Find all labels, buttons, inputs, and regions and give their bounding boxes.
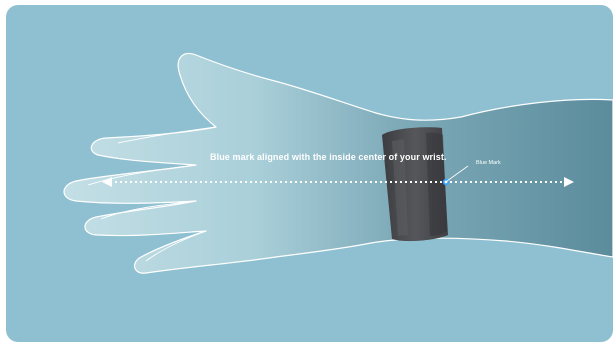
hand-wrist-illustration	[6, 5, 613, 342]
blue-mark-label: Blue Mark	[476, 160, 501, 167]
instruction-illustration: Blue mark aligned with the inside center…	[6, 5, 613, 342]
wrist-strap	[382, 127, 448, 241]
hand-arm-silhouette	[64, 53, 613, 273]
instruction-text: Blue mark aligned with the inside center…	[210, 151, 450, 163]
